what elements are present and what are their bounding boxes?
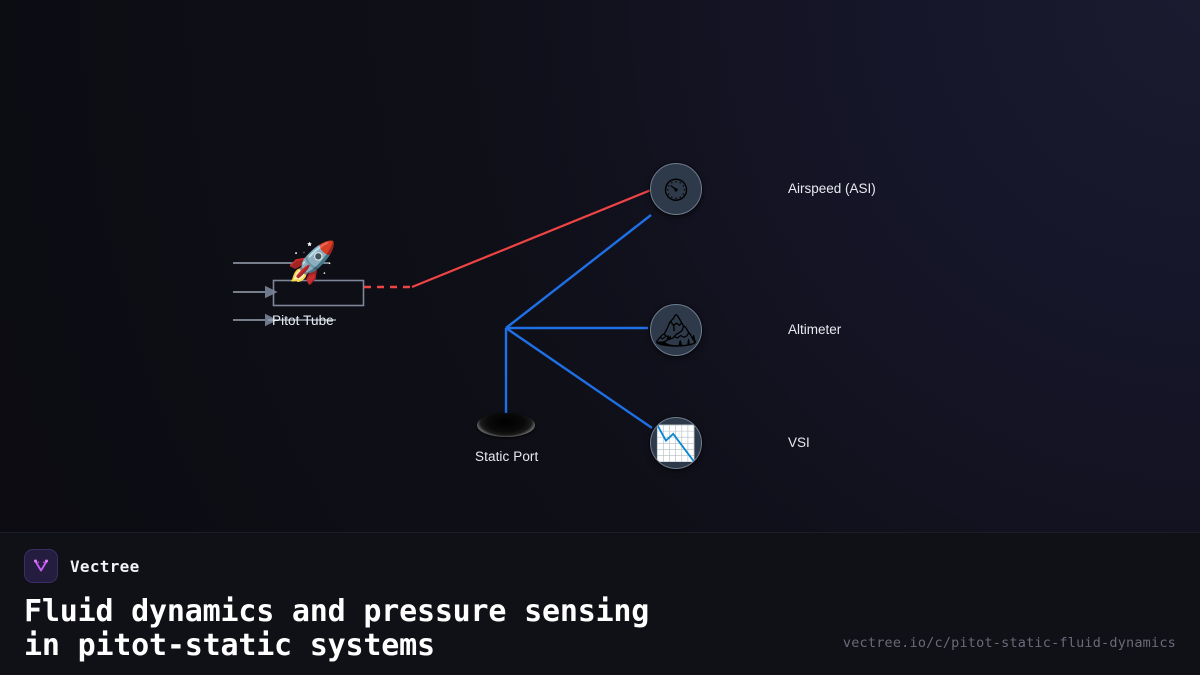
timer-gauge-icon: ⏲ bbox=[662, 171, 690, 209]
instrument-label-vsi: VSI bbox=[788, 435, 810, 450]
static-pressure-lines bbox=[504, 214, 653, 429]
instrument-node-asi[interactable]: ⏲ bbox=[650, 163, 702, 215]
vectree-logo-icon bbox=[24, 549, 58, 583]
static-port-label: Static Port bbox=[475, 449, 539, 464]
diagram-vector-layer bbox=[233, 188, 653, 429]
airflow-streamlines bbox=[233, 262, 336, 327]
pitot-static-diagram: 🚀 Pitot Tube Static Port ⏲ Airspeed (ASI… bbox=[233, 163, 876, 469]
instrument-node-vsi[interactable]: 📉 bbox=[650, 417, 702, 469]
footer-bar: Vectree Fluid dynamics and pressure sens… bbox=[0, 532, 1200, 675]
static-line-to-asi bbox=[505, 214, 652, 329]
instrument-node-altimeter[interactable]: 🏔 bbox=[650, 304, 702, 356]
pitot-pressure-line bbox=[364, 188, 652, 289]
pitot-tube-body bbox=[272, 279, 365, 307]
chart-decreasing-icon: 📉 bbox=[654, 425, 698, 463]
source-url: vectree.io/c/pitot-static-fluid-dynamics bbox=[842, 635, 1176, 651]
static-line-to-vsi bbox=[505, 327, 653, 429]
headline-title: Fluid dynamics and pressure sensing in p… bbox=[24, 594, 650, 663]
static-port-icon bbox=[477, 413, 535, 437]
brand-name: Vectree bbox=[70, 556, 140, 576]
instrument-label-altimeter: Altimeter bbox=[788, 322, 842, 337]
instrument-label-asi: Airspeed (ASI) bbox=[788, 181, 876, 196]
pitot-tube-label: Pitot Tube bbox=[272, 313, 334, 328]
brand-row: Vectree bbox=[24, 549, 140, 583]
snow-mountain-icon: 🏔 bbox=[654, 312, 698, 350]
